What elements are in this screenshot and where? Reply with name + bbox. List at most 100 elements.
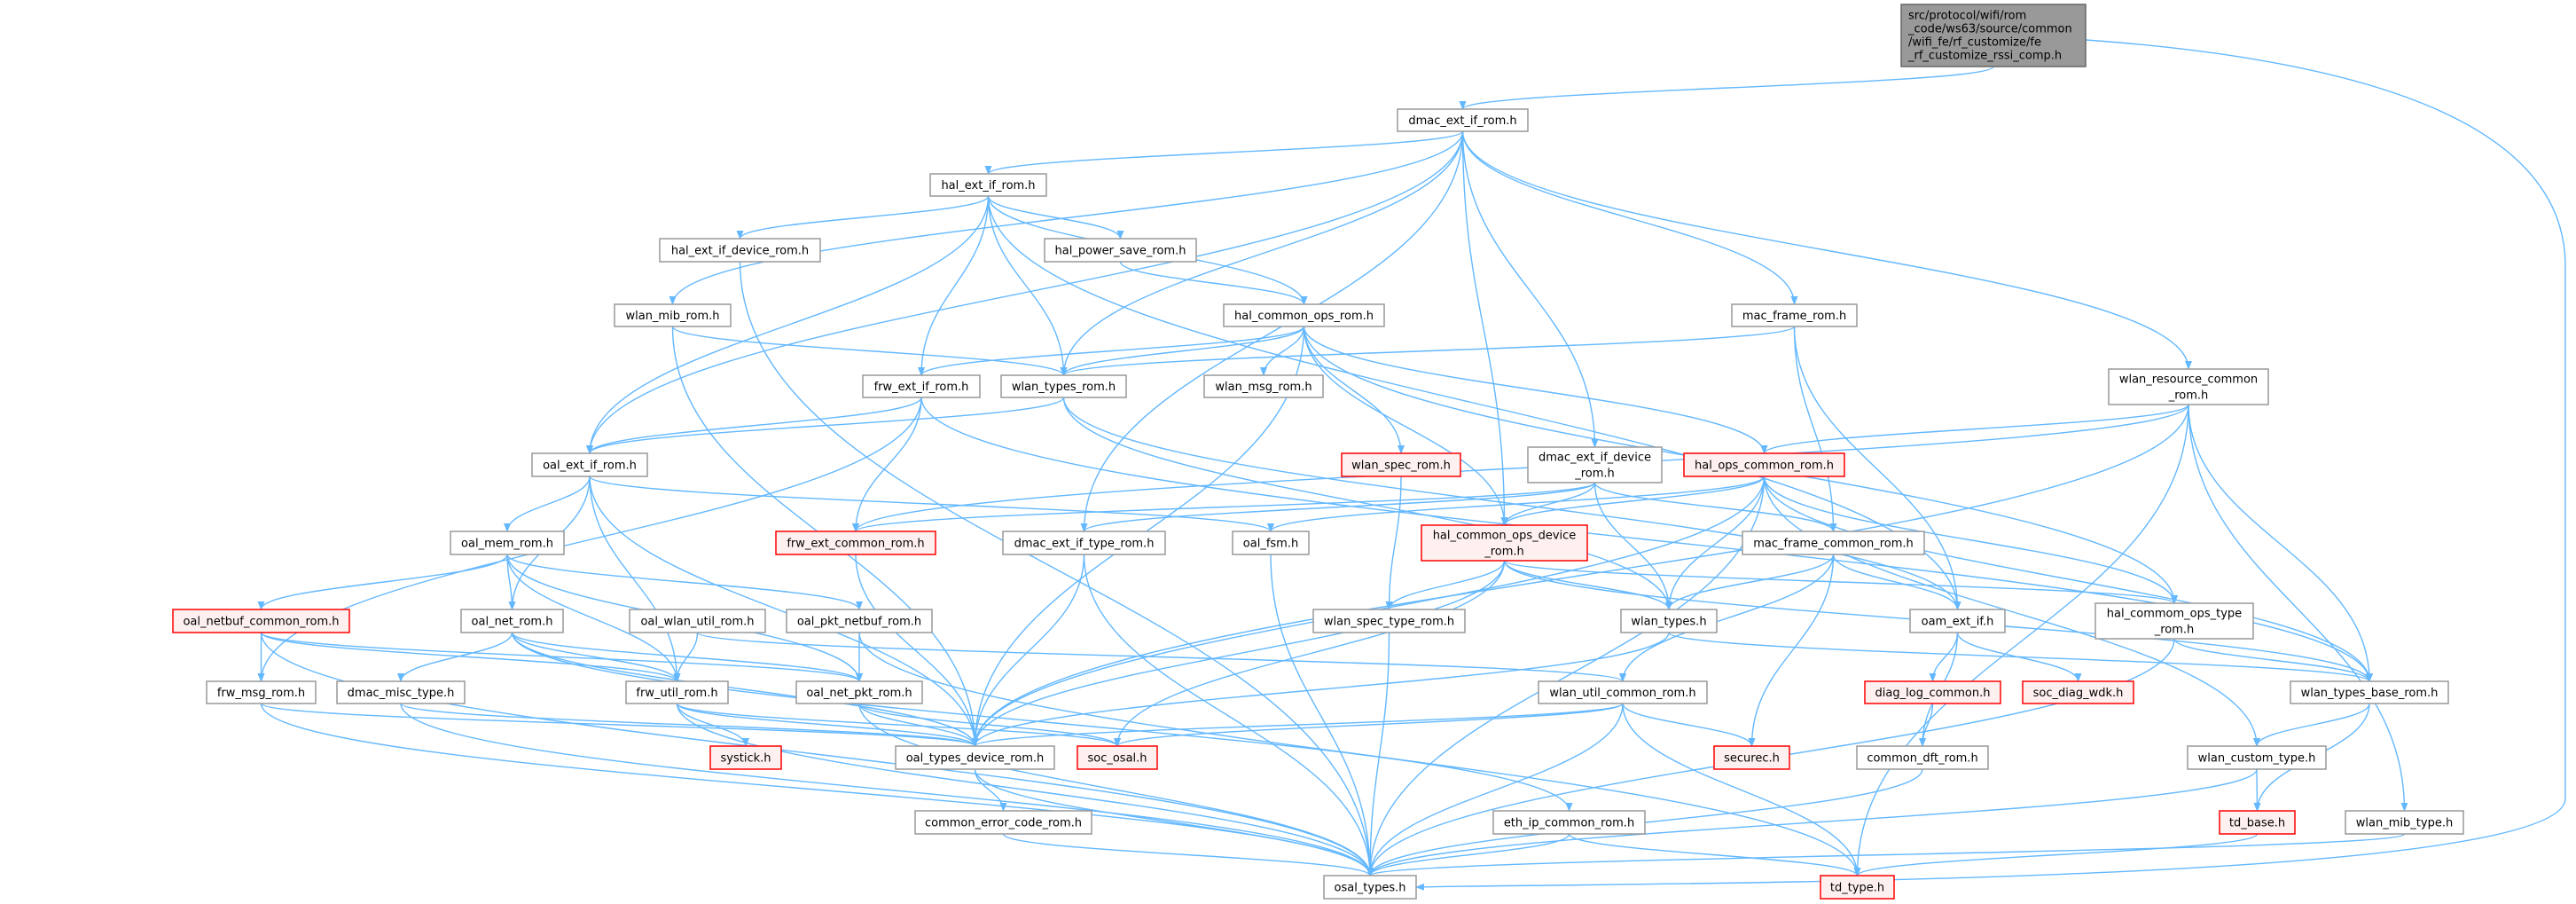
node-wlan-resource-common-rom[interactable]: wlan_resource_common_rom.h <box>2108 368 2269 405</box>
node-box <box>2022 680 2134 704</box>
node-oal-types-device-rom[interactable]: oal_types_device_rom.h <box>895 745 1055 770</box>
node-oal-net-rom[interactable]: oal_net_rom.h <box>460 609 564 633</box>
node-hal-power-save-rom[interactable]: hal_power_save_rom.h <box>1044 238 1197 263</box>
node-wlan-spec-type-rom[interactable]: wlan_spec_type_rom.h <box>1312 609 1466 633</box>
node-dmac-ext-if-rom[interactable]: dmac_ext_if_rom.h <box>1397 108 1529 132</box>
node-soc-osal[interactable]: soc_osal.h <box>1077 745 1158 770</box>
node-hal-commom-ops-type-rom[interactable]: hal_commom_ops_type_rom.h <box>2094 602 2254 640</box>
node-label: hal_power_save_rom.h <box>1055 245 1186 258</box>
edge-oal_pkt_netbuf_rom-to-td_type <box>858 632 1861 876</box>
edge-hal_ops_common_rom-to-hal_commom_ops_type_rom <box>1763 476 2178 604</box>
node-hal-ops-common-rom[interactable]: hal_ops_common_rom.h <box>1683 452 1845 477</box>
edge-mac_frame_rom-to-mac_frame_common_rom <box>1793 326 1837 532</box>
edge-frw_ext_if_rom-to-wlan_types_base_rom <box>920 397 2373 682</box>
node-common-dft-rom[interactable]: common_dft_rom.h <box>1856 745 1989 770</box>
node-oal-mem-rom[interactable]: oal_mem_rom.h <box>450 531 565 555</box>
node-securec[interactable]: securec.h <box>1713 745 1790 770</box>
edge-oal_net_rom-to-frw_util_rom <box>511 632 681 682</box>
node-wlan-msg-rom[interactable]: wlan_msg_rom.h <box>1203 374 1324 398</box>
node-frw-ext-if-rom[interactable]: frw_ext_if_rom.h <box>862 374 981 398</box>
node-wlan-types-rom[interactable]: wlan_types_rom.h <box>1000 374 1127 398</box>
node-hal-ext-if-device-rom[interactable]: hal_ext_if_device_rom.h <box>659 238 821 263</box>
node-box <box>1397 108 1529 132</box>
node-box <box>659 238 821 263</box>
node-label: hal_common_ops_rom.h <box>1234 310 1374 323</box>
edge-dmac_ext_if_rom-to-hal_ext_if_rom <box>984 130 1464 175</box>
node-wlan-types[interactable]: wlan_types.h <box>1620 609 1718 633</box>
node-wlan-mib-rom[interactable]: wlan_mib_rom.h <box>614 303 732 327</box>
node-mac-frame-common-rom[interactable]: mac_frame_common_rom.h <box>1742 531 1925 555</box>
edge-oal_wlan_util_rom-to-frw_util_rom <box>673 632 699 682</box>
edge-frw_util_rom-to-systick <box>676 703 749 747</box>
edge-hal_common_ops_rom-to-hal_ops_common_rom <box>1303 326 1768 454</box>
edge-hal_ext_if_rom-to-hal_power_save_rom <box>987 195 1124 240</box>
node-frw-msg-rom[interactable]: frw_msg_rom.h <box>206 680 317 704</box>
node-common-error-code-rom[interactable]: common_error_code_rom.h <box>914 810 1092 835</box>
node-label: soc_osal.h <box>1087 752 1147 766</box>
node-dmac-ext-if-type-rom[interactable]: dmac_ext_if_type_rom.h <box>1002 531 1166 555</box>
node-eth-ip-common-rom[interactable]: eth_ip_common_rom.h <box>1492 810 1646 835</box>
edge-dmac_ext_if_rom-to-dmac_ext_if_device_rom <box>1461 130 1599 448</box>
node-label: wlan_custom_type.h <box>2198 752 2316 766</box>
node-systick[interactable]: systick.h <box>709 745 782 770</box>
edge-wlan_types_base_rom-to-wlan_custom_type <box>2253 703 2370 747</box>
node-oal-wlan-util-rom[interactable]: oal_wlan_util_rom.h <box>629 609 766 633</box>
node-root[interactable]: src/protocol/wifi/rom_code/ws63/source/c… <box>1900 4 2087 67</box>
node-hal-common-ops-device-rom[interactable]: hal_common_ops_device_rom.h <box>1421 524 1588 562</box>
node-soc-diag-wdk[interactable]: soc_diag_wdk.h <box>2022 680 2134 704</box>
edge-oal_netbuf_common_rom-to-oal_net_pkt_rom <box>260 632 863 682</box>
edge-oal_net_pkt_rom-to-osal_types <box>858 703 1374 876</box>
edge-wlan_mib_rom-to-wlan_types_rom <box>671 326 1068 376</box>
node-hal-common-ops-rom[interactable]: hal_common_ops_rom.h <box>1223 303 1385 327</box>
node-dmac-misc-type[interactable]: dmac_misc_type.h <box>336 680 466 704</box>
edge-oal_ext_if_rom-to-frw_util_rom <box>589 476 681 682</box>
node-box <box>1856 745 1989 770</box>
node-label: oal_types_device_rom.h <box>906 752 1045 766</box>
node-td-type[interactable]: td_type.h <box>1820 875 1895 900</box>
node-frw-ext-common-rom[interactable]: frw_ext_common_rom.h <box>775 531 936 555</box>
edge-oal_mem_rom-to-frw_util_rom <box>506 554 681 682</box>
node-label: frw_util_rom.h <box>636 687 717 700</box>
node-label: oal_net_rom.h <box>472 616 553 629</box>
node-label: oal_fsm.h <box>1243 538 1298 551</box>
node-wlan-mib-type[interactable]: wlan_mib_type.h <box>2345 810 2464 835</box>
node-oam-ext-if[interactable]: oam_ext_if.h <box>1909 609 2006 633</box>
node-frw-util-rom[interactable]: frw_util_rom.h <box>625 680 729 704</box>
node-label: dmac_ext_if_device <box>1539 452 1651 465</box>
node-oal-fsm[interactable]: oal_fsm.h <box>1232 531 1310 555</box>
edge-oal_net_rom-to-eth_ip_common_rom <box>511 632 1573 812</box>
edge-oam_ext_if-to-diag_log_common <box>1929 632 1959 682</box>
node-oal-net-pkt-rom[interactable]: oal_net_pkt_rom.h <box>795 680 923 704</box>
node-box <box>1421 524 1588 562</box>
node-label: src/protocol/wifi/rom <box>1908 9 2026 22</box>
node-td-base[interactable]: td_base.h <box>2219 810 2296 835</box>
edge-dmac_ext_if_rom-to-dmac_ext_if_type_rom <box>1080 130 1464 532</box>
node-box <box>1002 531 1166 555</box>
node-oal-netbuf-common-rom[interactable]: oal_netbuf_common_rom.h <box>172 609 350 633</box>
node-wlan-types-base-rom[interactable]: wlan_types_base_rom.h <box>2290 680 2449 704</box>
node-label: wlan_mib_type.h <box>2356 817 2453 830</box>
edge-oal_net_rom-to-oal_net_pkt_rom <box>511 632 863 682</box>
node-osal-types[interactable]: osal_types.h <box>1323 875 1417 900</box>
node-diag-log-common[interactable]: diag_log_common.h <box>1864 680 2001 704</box>
node-box <box>172 609 350 633</box>
node-wlan-custom-type[interactable]: wlan_custom_type.h <box>2187 745 2327 770</box>
edge-mac_frame_rom-to-wlan_types_rom <box>1060 326 1796 376</box>
node-hal-ext-if-rom[interactable]: hal_ext_if_rom.h <box>929 173 1047 197</box>
edge-mac_frame_common_rom-to-oam_ext_if <box>1832 554 1961 610</box>
node-dmac-ext-if-device-rom[interactable]: dmac_ext_if_device_rom.h <box>1527 446 1663 483</box>
node-label: _rom.h <box>2154 624 2195 637</box>
node-oal-ext-if-rom[interactable]: oal_ext_if_rom.h <box>531 452 648 477</box>
node-oal-pkt-netbuf-rom[interactable]: oal_pkt_netbuf_rom.h <box>786 609 933 633</box>
node-label: frw_ext_common_rom.h <box>787 538 924 551</box>
node-box <box>1683 452 1845 477</box>
node-label: wlan_types_base_rom.h <box>2301 687 2439 700</box>
node-label: securec.h <box>1724 752 1780 766</box>
edge-frw_ext_if_rom-to-frw_ext_common_rom <box>852 397 922 532</box>
node-mac-frame-rom[interactable]: mac_frame_rom.h <box>1731 303 1858 327</box>
edge-root-to-dmac_ext_if_rom <box>1459 66 1994 110</box>
node-box <box>786 609 933 633</box>
node-label: td_base.h <box>2229 817 2285 830</box>
node-wlan-spec-rom[interactable]: wlan_spec_rom.h <box>1341 452 1461 477</box>
node-wlan-util-common-rom[interactable]: wlan_util_common_rom.h <box>1538 680 1708 704</box>
